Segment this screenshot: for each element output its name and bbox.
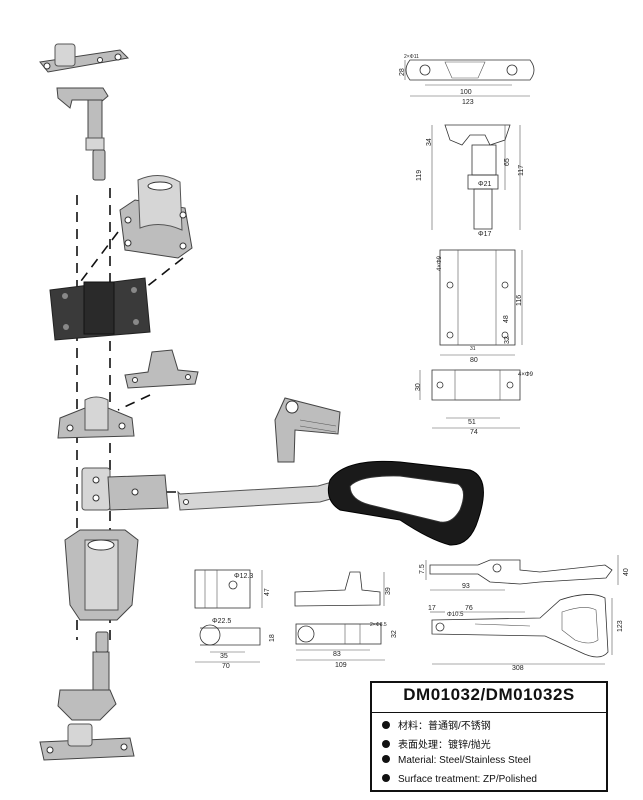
dim-shaft-mid: 65: [504, 158, 511, 166]
dim-hinge-hole: Φ12.3: [234, 573, 253, 580]
bullet-icon: [382, 774, 390, 783]
dim-hinge-thickness: 18: [269, 634, 276, 642]
spec-row-treatment-en: Surface treatment: ZP/Polished: [382, 774, 537, 785]
bullet-icon: [382, 721, 390, 730]
catch-bracket-part: [274, 397, 341, 463]
dim-base-plate-width: 74: [470, 429, 478, 436]
spec-row-material-en: Material: Steel/Stainless Steel: [382, 755, 531, 766]
dim-handle-top-123: 123: [617, 620, 624, 632]
hinge-plate-part: [81, 467, 169, 511]
dim-keeper-32: 32: [504, 336, 511, 344]
dim-hinge-35: 35: [220, 653, 228, 660]
dim-handle-side-93: 93: [462, 583, 470, 590]
drawing-clip: [294, 571, 385, 661]
dim-shaft-dia-large: Φ21: [478, 181, 491, 188]
drawing-handle-side: [425, 555, 619, 591]
dim-keeper-holes: 4×Φ9: [437, 255, 443, 271]
spec-row-material-cn: 材料：普通钢/不锈钢: [382, 717, 491, 732]
dim-top-bracket-holes: 2×Φ11: [404, 54, 419, 60]
dim-clip-32: 32: [391, 630, 398, 638]
bottom-keeper-part: [64, 529, 139, 621]
dim-shaft-length: 117: [518, 165, 525, 176]
dim-top-bracket-length: 123: [462, 99, 474, 106]
dim-clip-83: 83: [333, 651, 341, 658]
spec-text: Material: Steel/Stainless Steel: [398, 755, 531, 766]
u-clip-part: [124, 349, 199, 389]
drawing-handle-top: [430, 594, 613, 665]
dim-handle-side-40: 40: [623, 568, 630, 576]
dim-base-plate-height: 30: [415, 383, 422, 391]
dim-base-plate-holes: 4×Φ9: [518, 372, 534, 378]
spec-text: 材料：普通钢/不锈钢: [398, 721, 491, 732]
spec-divider: [372, 712, 606, 713]
spec-box: DM01032/DM01032S 材料：普通钢/不锈钢 表面处理：镀锌/抛光 M…: [370, 681, 608, 792]
dim-keeper-48: 48: [503, 315, 510, 323]
dim-handle-side-75: 7.5: [419, 564, 426, 574]
base-plate-part: [49, 277, 151, 341]
dim-handle-top-length: 308: [512, 665, 524, 672]
spec-text: 表面处理：镀锌/抛光: [398, 740, 491, 751]
dim-handle-top-hole: Φ10.5: [447, 612, 464, 618]
drawing-shaft: [431, 124, 521, 230]
dim-clip-length: 109: [335, 662, 347, 669]
dim-hinge-height: 47: [264, 588, 271, 596]
upper-shaft-part: [56, 87, 109, 181]
dim-keeper-height: 116: [516, 295, 523, 306]
dim-hinge-length: 70: [222, 663, 230, 670]
dim-shaft-dia-small: Φ17: [478, 231, 491, 238]
drawing-hinge: [194, 569, 263, 663]
bullet-icon: [382, 740, 390, 749]
dim-top-bracket-hole-spacing: 100: [460, 89, 472, 96]
dim-top-bracket-height: 28: [399, 68, 406, 76]
bottom-bracket-part: [39, 723, 135, 761]
handle-bar-part: [177, 460, 484, 546]
dim-shaft-total: 119: [416, 170, 423, 181]
upper-keeper-part: [119, 175, 193, 259]
lower-shaft-part: [57, 631, 117, 721]
drawing-top-bracket: [404, 59, 535, 97]
spec-text: Surface treatment: ZP/Polished: [398, 774, 537, 785]
dim-base-plate-51: 51: [468, 419, 476, 426]
dim-keeper-width: 80: [470, 357, 478, 364]
dim-clip-holes: 2×Φ8.5: [370, 622, 387, 628]
drawing-keeper: [439, 249, 523, 356]
dim-handle-top-17: 17: [428, 605, 436, 612]
dim-hinge-barrel: Φ22.5: [212, 618, 231, 625]
bullet-icon: [382, 755, 390, 764]
spec-row-treatment-cn: 表面处理：镀锌/抛光: [382, 736, 491, 751]
top-bracket-part: [39, 43, 130, 73]
dim-clip-height: 39: [385, 587, 392, 595]
model-number-title: DM01032/DM01032S: [403, 685, 575, 704]
dim-shaft-head: 34: [426, 138, 433, 146]
drawing-base-plate: [419, 369, 521, 429]
lower-keeper-part: [57, 396, 135, 439]
dim-handle-top-76: 76: [465, 605, 473, 612]
dim-keeper-31: 31: [470, 346, 476, 352]
